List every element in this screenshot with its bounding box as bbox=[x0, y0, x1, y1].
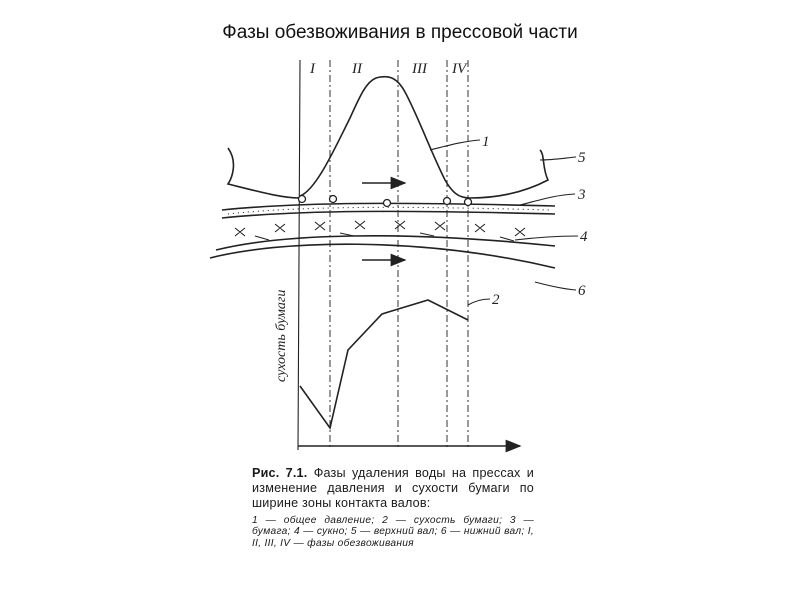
felt-texture bbox=[234, 220, 526, 242]
web-marker-1 bbox=[297, 194, 307, 204]
figure-caption: Рис. 7.1. Фазы удаления воды на прессах … bbox=[252, 466, 534, 549]
caption-legend: 1 — общее давление; 2 — сухость бумаги; … bbox=[252, 515, 534, 549]
leader-4 bbox=[514, 235, 579, 241]
felt-bottom bbox=[215, 235, 556, 251]
caption-main: Рис. 7.1. Фазы удаления воды на прессах … bbox=[252, 466, 534, 511]
pressure-curve bbox=[299, 75, 471, 199]
curve-label-1: 1 bbox=[482, 134, 490, 150]
web-marker-3 bbox=[382, 198, 392, 208]
leader-3 bbox=[519, 193, 576, 206]
paper-web-bottom bbox=[221, 210, 556, 219]
caption-title: Фазы удаления воды на прессах и изменени… bbox=[252, 466, 534, 510]
phase-label-i: I bbox=[309, 61, 316, 77]
phase-label-iii: III bbox=[411, 61, 428, 77]
lower-roll bbox=[209, 243, 556, 269]
curve-label-6: 6 bbox=[578, 283, 586, 299]
dryness-curve bbox=[299, 299, 469, 430]
phase-label-iv: IV bbox=[451, 61, 468, 77]
leader-2 bbox=[467, 298, 491, 306]
y-axis-label: сухость бумаги bbox=[274, 290, 289, 382]
curve-label-3: 3 bbox=[577, 187, 586, 203]
web-marker-2 bbox=[328, 194, 338, 204]
web-marker-4 bbox=[442, 196, 452, 206]
phase-label-ii: II bbox=[351, 61, 363, 77]
upper-roll bbox=[226, 147, 550, 199]
leader-5 bbox=[539, 156, 577, 161]
web-marker-5 bbox=[463, 197, 473, 207]
leader-1 bbox=[429, 139, 481, 151]
phase-line-1 bbox=[297, 59, 301, 451]
curve-label-2: 2 bbox=[492, 292, 500, 308]
slide-title: Фазы обезвоживания в прессовой части bbox=[222, 22, 578, 43]
leader-6 bbox=[534, 281, 577, 291]
curve-label-4: 4 bbox=[580, 229, 588, 245]
curve-label-5: 5 bbox=[578, 150, 586, 166]
caption-fig-number: Рис. 7.1. bbox=[252, 466, 308, 480]
paper-web-top bbox=[221, 202, 556, 211]
